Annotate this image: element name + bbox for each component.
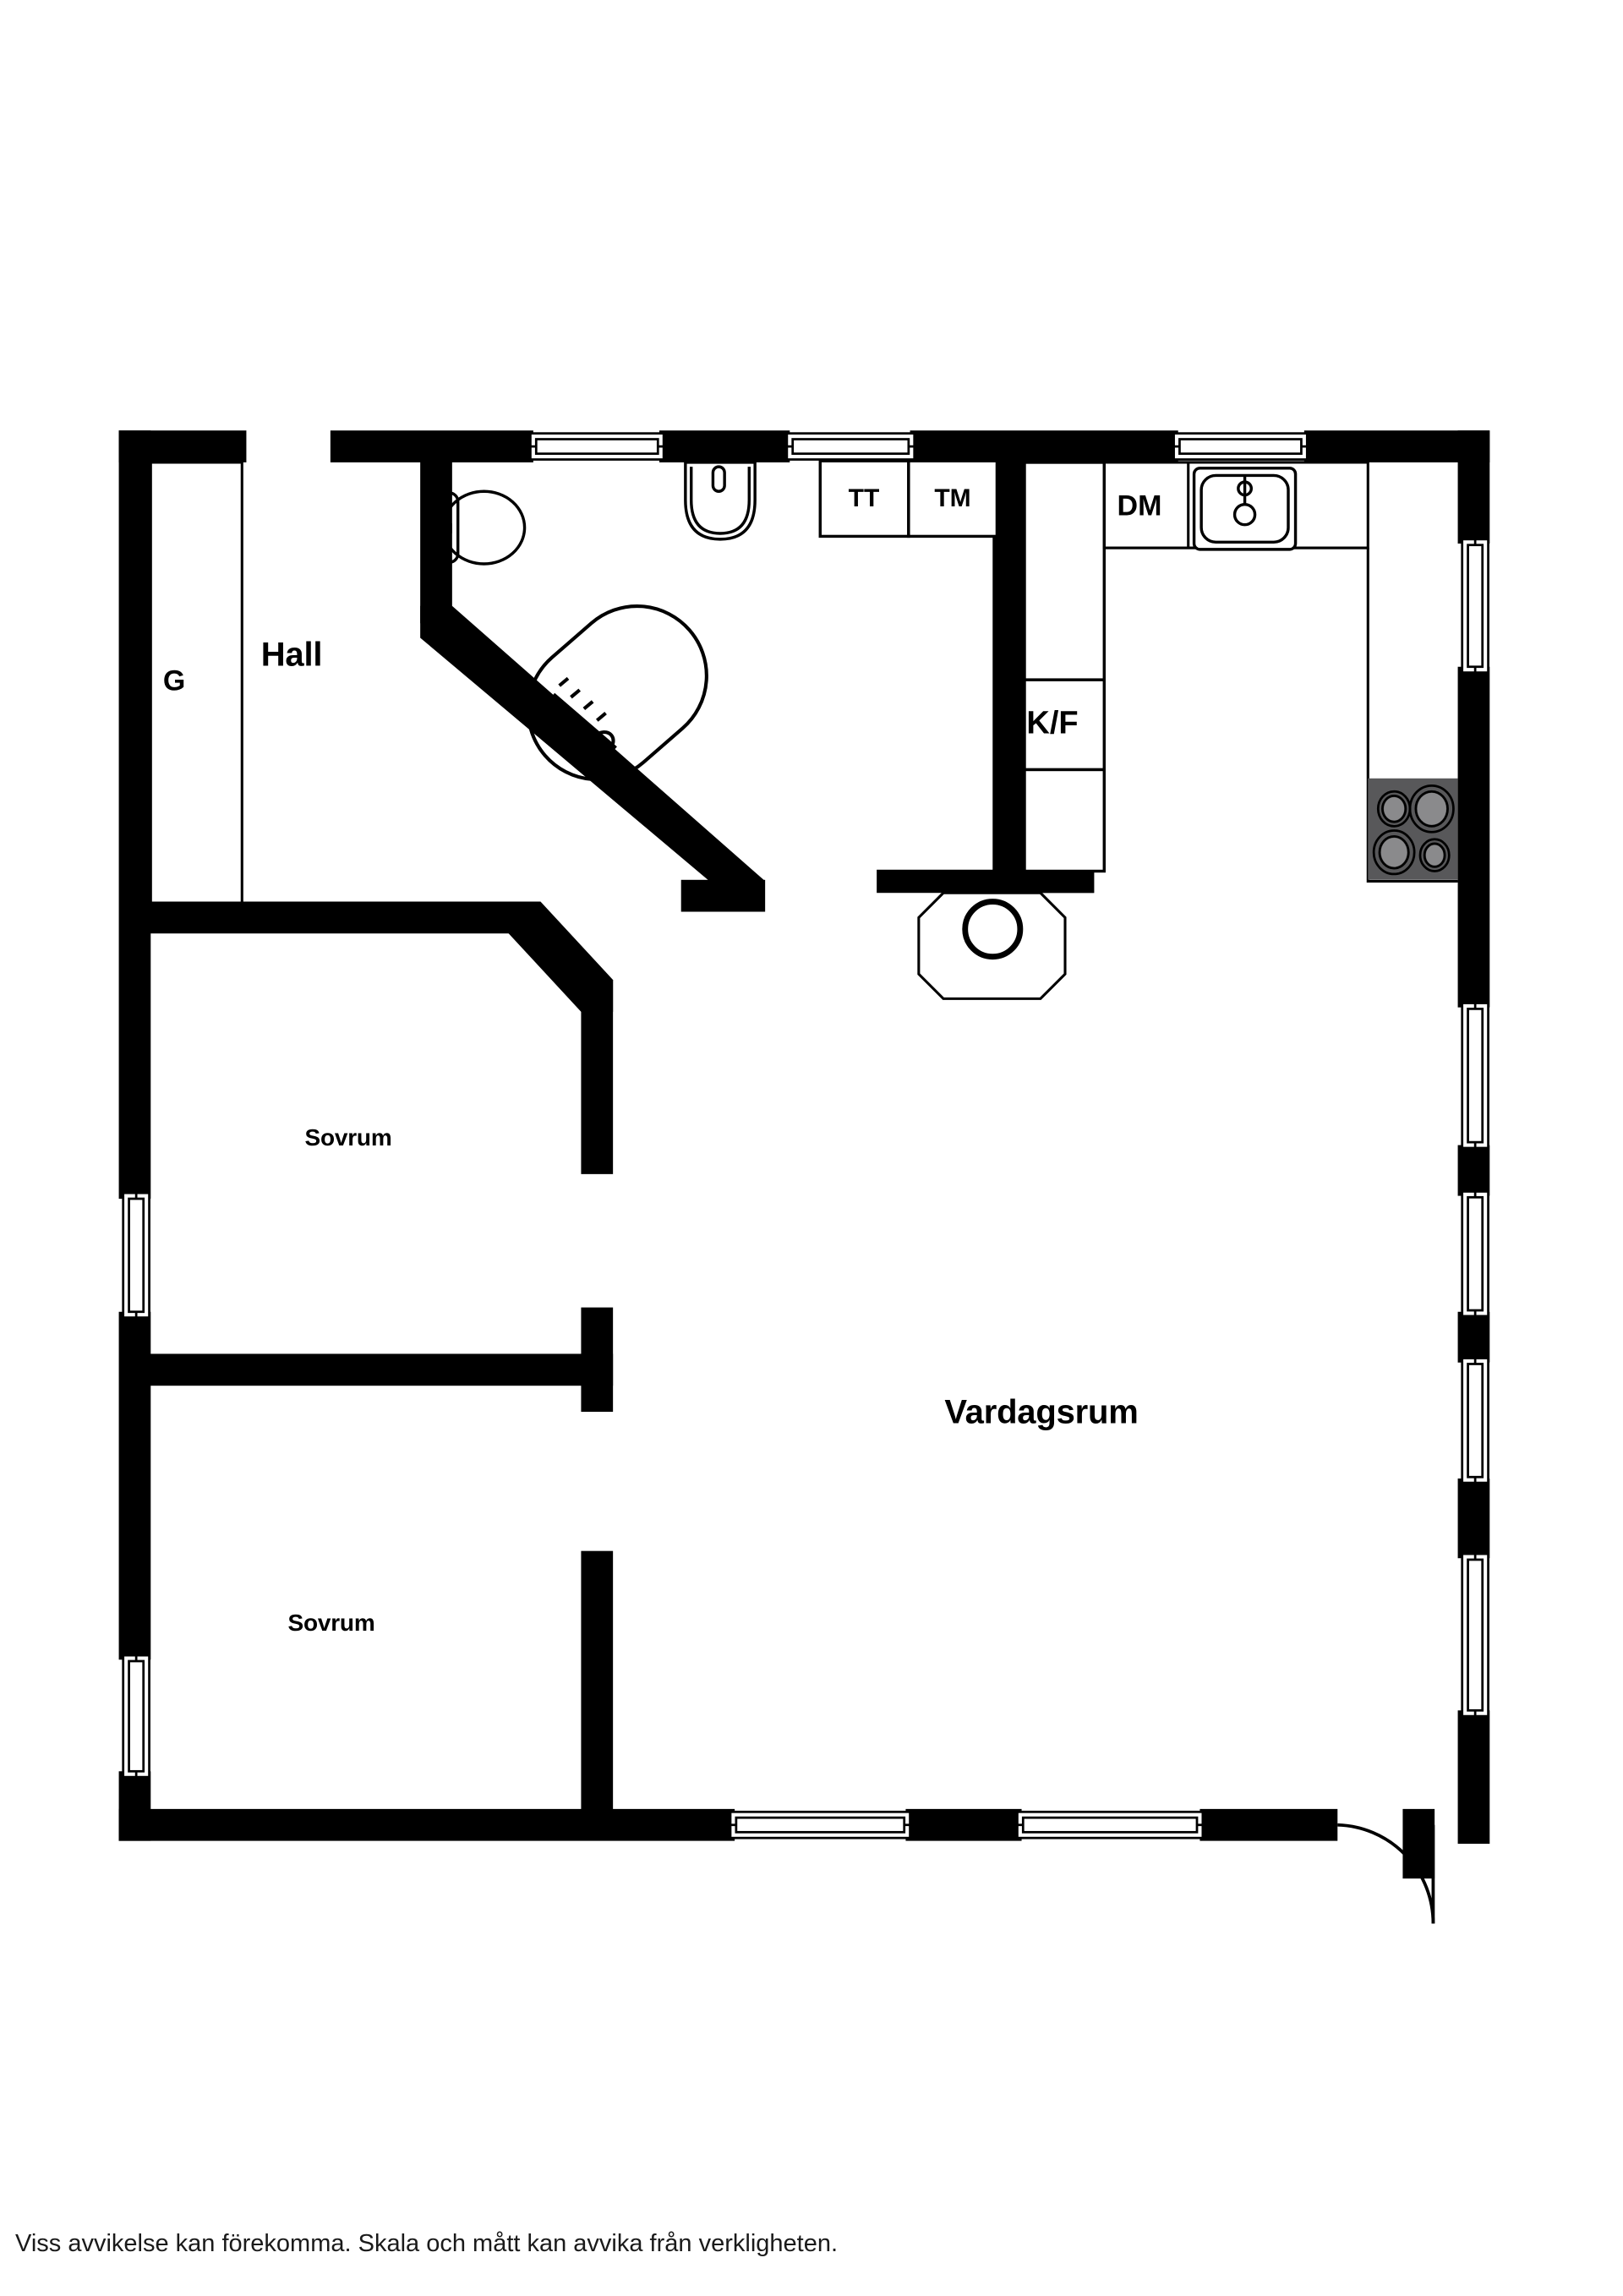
window-right-3 <box>1461 1190 1489 1318</box>
room-label-garderob: G <box>162 664 186 697</box>
window-left-2 <box>122 1654 150 1779</box>
kitchen-sink-icon <box>1192 467 1298 551</box>
washbasin-icon <box>684 461 757 541</box>
exterior-walls <box>118 430 1490 1879</box>
window-left-1 <box>122 1191 150 1319</box>
bathtub-icon <box>526 604 708 782</box>
window-right-5 <box>1461 1552 1489 1718</box>
fridge-freezer-boxes <box>1023 461 1106 873</box>
room-label-sovrum-2: Sovrum <box>287 1610 375 1636</box>
toilet-icon <box>430 489 527 566</box>
window-bottom-2 <box>1016 1810 1205 1840</box>
entry-door <box>1337 1823 1435 1924</box>
appliance-label-dm: DM <box>1117 489 1162 522</box>
room-label-vardagsrum: Vardagsrum <box>944 1393 1139 1431</box>
appliance-label-tm: TM <box>934 484 971 512</box>
window-bottom-1 <box>729 1810 911 1840</box>
window-right-1 <box>1461 538 1489 674</box>
dining-table-icon <box>917 891 1067 1000</box>
appliance-label-tt: TT <box>848 484 880 512</box>
disclaimer-text: Viss avvikelse kan förekomma. Skala och … <box>15 2230 839 2257</box>
cooktop-icon <box>1368 778 1458 880</box>
room-label-sovrum-1: Sovrum <box>304 1124 392 1151</box>
laundry-boxes <box>818 459 999 538</box>
window-right-2 <box>1461 1002 1489 1150</box>
garderob-outline <box>149 461 243 908</box>
window-right-4 <box>1461 1357 1489 1484</box>
window-top-3 <box>1172 432 1309 461</box>
window-top-2 <box>785 432 916 461</box>
bathtub-tap-icon <box>544 676 629 766</box>
room-label-hall: Hall <box>260 636 323 674</box>
window-top-1 <box>529 432 665 461</box>
windows <box>122 432 1489 1840</box>
appliance-label-kf: K/F <box>1026 705 1079 741</box>
